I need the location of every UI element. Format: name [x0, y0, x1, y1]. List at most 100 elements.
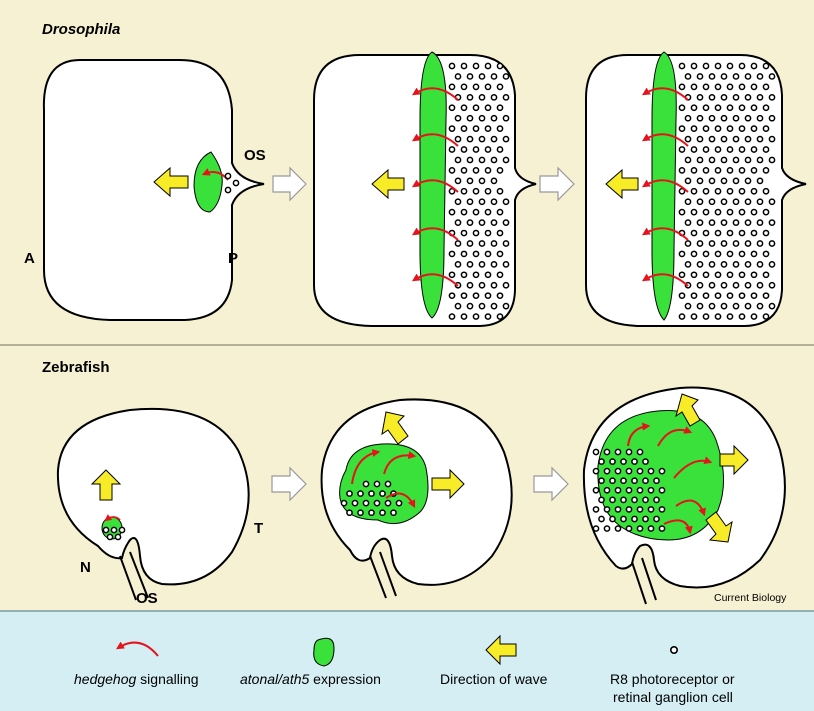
journal-credit: Current Biology — [714, 592, 787, 604]
cell-dot — [715, 105, 720, 110]
cell-dot — [485, 230, 490, 235]
cell-dot — [485, 251, 490, 256]
cell-dot — [745, 241, 750, 246]
cell-dot — [709, 157, 714, 162]
cell-dot — [733, 262, 738, 267]
cell-dot — [697, 199, 702, 204]
cell-dot — [503, 262, 508, 267]
cell-dot — [703, 168, 708, 173]
cell-dot — [697, 157, 702, 162]
cell-dot — [739, 189, 744, 194]
cell-dot — [491, 199, 496, 204]
cell-dot — [763, 63, 768, 68]
cell-dot — [467, 241, 472, 246]
cell-dot — [727, 230, 732, 235]
cell-dot — [637, 449, 642, 454]
cell-dot — [497, 272, 502, 277]
cell-dot — [615, 488, 620, 493]
cell-dot — [685, 136, 690, 141]
cell-dot — [396, 501, 401, 506]
cell-dot — [769, 116, 774, 121]
cell-dot — [745, 304, 750, 309]
cell-dot — [739, 105, 744, 110]
cell-dot — [751, 126, 756, 131]
cell-dot — [709, 136, 714, 141]
cell-dot — [709, 95, 714, 100]
cell-dot — [757, 136, 762, 141]
cell-dot — [632, 459, 637, 464]
cell-dot — [461, 126, 466, 131]
cell-dot — [715, 126, 720, 131]
cell-dot — [715, 272, 720, 277]
cell-dot — [745, 283, 750, 288]
cell-dot — [374, 501, 379, 506]
cell-dot — [697, 304, 702, 309]
cell-dot — [721, 95, 726, 100]
cell-dot — [455, 220, 460, 225]
legend-hedgehog-label: hedgehog signalling — [74, 671, 199, 687]
posterior-label: P — [228, 250, 238, 267]
cell-dot — [679, 272, 684, 277]
cell-dot — [757, 178, 762, 183]
cell-dot — [679, 105, 684, 110]
cell-dot — [757, 157, 762, 162]
cell-dot — [751, 84, 756, 89]
cell-dot — [739, 84, 744, 89]
cell-dot — [369, 510, 374, 515]
cell-dot — [593, 526, 598, 531]
cell-dot — [733, 304, 738, 309]
cell-dot — [604, 469, 609, 474]
cell-dot — [697, 74, 702, 79]
cell-dot — [449, 147, 454, 152]
cell-dot — [763, 168, 768, 173]
cell-dot — [727, 272, 732, 277]
cell-dot — [497, 230, 502, 235]
cell-dot — [604, 526, 609, 531]
cell-dot — [473, 251, 478, 256]
cell-dot — [727, 168, 732, 173]
cell-dot — [503, 95, 508, 100]
cell-dot — [739, 126, 744, 131]
cell-dot — [449, 293, 454, 298]
cell-dot — [491, 304, 496, 309]
cell-dot — [358, 491, 363, 496]
cell-dot — [739, 272, 744, 277]
cell-dot — [715, 147, 720, 152]
cell-dot — [637, 488, 642, 493]
cell-dot — [347, 510, 352, 515]
cell-dot — [721, 116, 726, 121]
cell-dot — [626, 488, 631, 493]
cell-dot — [763, 272, 768, 277]
cell-dot — [715, 314, 720, 319]
cell-dot — [485, 126, 490, 131]
cell-dot — [461, 272, 466, 277]
cell-dot — [769, 199, 774, 204]
cell-dot — [485, 168, 490, 173]
cell-dot — [115, 534, 120, 539]
cell-dot — [643, 497, 648, 502]
cell-dot — [615, 449, 620, 454]
cell-dot — [467, 220, 472, 225]
cell-dot — [449, 210, 454, 215]
cell-dot — [709, 74, 714, 79]
cell-dot — [599, 478, 604, 483]
legend-atonal-label: atonal/ath5 expression — [240, 671, 381, 687]
cell-dot — [485, 272, 490, 277]
cell-dot — [739, 230, 744, 235]
cell-dot — [621, 459, 626, 464]
cell-dot — [691, 210, 696, 215]
legend-wave-label: Direction of wave — [440, 671, 548, 687]
cell-dot — [757, 304, 762, 309]
cell-dot — [626, 526, 631, 531]
cell-dot — [691, 84, 696, 89]
cell-dot — [733, 74, 738, 79]
cell-dot — [473, 210, 478, 215]
cell-dot — [593, 449, 598, 454]
cell-dot — [715, 251, 720, 256]
cell-dot — [503, 136, 508, 141]
cell-dot — [727, 314, 732, 319]
cell-dot — [763, 230, 768, 235]
cell-dot — [491, 262, 496, 267]
cell-dot — [385, 481, 390, 486]
cell-dot — [709, 241, 714, 246]
